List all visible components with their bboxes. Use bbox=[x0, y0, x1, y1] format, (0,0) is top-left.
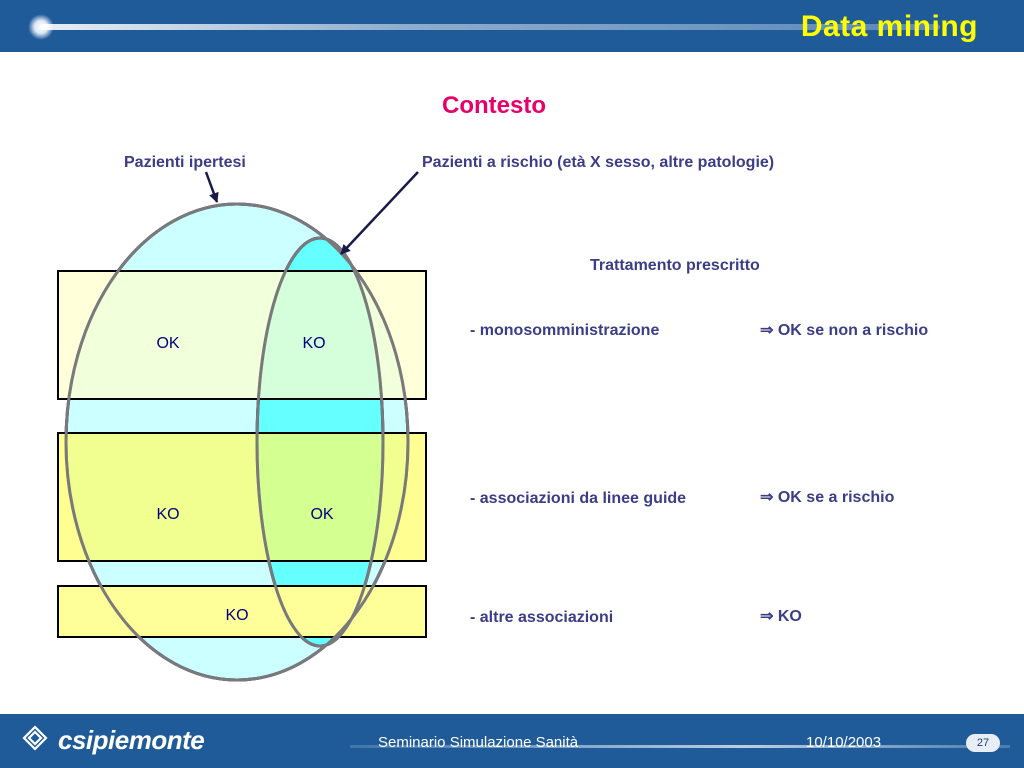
box2-left-label: KO bbox=[156, 506, 179, 523]
box1-right-label: KO bbox=[302, 335, 325, 352]
box3-center-label: KO bbox=[225, 607, 248, 624]
label-hypertensive-patients: Pazienti ipertesi bbox=[124, 154, 246, 171]
header-bar: Data mining bbox=[0, 0, 1024, 52]
footer-seminar: Seminario Simulazione Sanità bbox=[378, 734, 579, 751]
label-risk-patients: Pazienti a rischio (età X sesso, altre p… bbox=[422, 154, 775, 171]
treatment-label-2: - associazioni da linee guide bbox=[470, 490, 687, 507]
page-number: 27 bbox=[966, 734, 1000, 752]
csipiemonte-logo-icon bbox=[22, 725, 48, 751]
treatment-result-1: ⇒ OK se non a rischio bbox=[760, 322, 929, 339]
hypertensive-oval-outline bbox=[64, 202, 410, 682]
treatment-heading: Trattamento prescritto bbox=[590, 257, 760, 274]
box1-left-label: OK bbox=[156, 335, 179, 352]
slide-title: Data mining bbox=[800, 10, 978, 43]
treatment-box-associazioni-linee-guide bbox=[57, 432, 427, 562]
arrow-to-hypertensive bbox=[204, 171, 219, 203]
box2-right-label: OK bbox=[310, 506, 333, 523]
treatment-box-altre-associazioni bbox=[57, 585, 427, 638]
arrow-to-risk bbox=[340, 171, 419, 255]
risk-oval-outline bbox=[255, 236, 385, 648]
treatment-label-1: - monosomministrazione bbox=[470, 322, 660, 339]
treatment-result-3: ⇒ KO bbox=[760, 608, 802, 625]
footer-date: 10/10/2003 bbox=[806, 734, 882, 751]
treatment-box-monosomministrazione bbox=[57, 270, 427, 400]
header-line-decoration bbox=[40, 24, 940, 30]
treatment-result-2: ⇒ OK se a rischio bbox=[760, 489, 895, 506]
footer-bar: csipiemonte Seminario Simulazione Sanità… bbox=[0, 714, 1024, 768]
treatment-label-3: - altre associazioni bbox=[470, 609, 614, 626]
footer-logo-text: csipiemonte bbox=[58, 725, 205, 755]
footer-line-decoration bbox=[350, 745, 1010, 748]
section-title: Contesto bbox=[442, 92, 546, 119]
